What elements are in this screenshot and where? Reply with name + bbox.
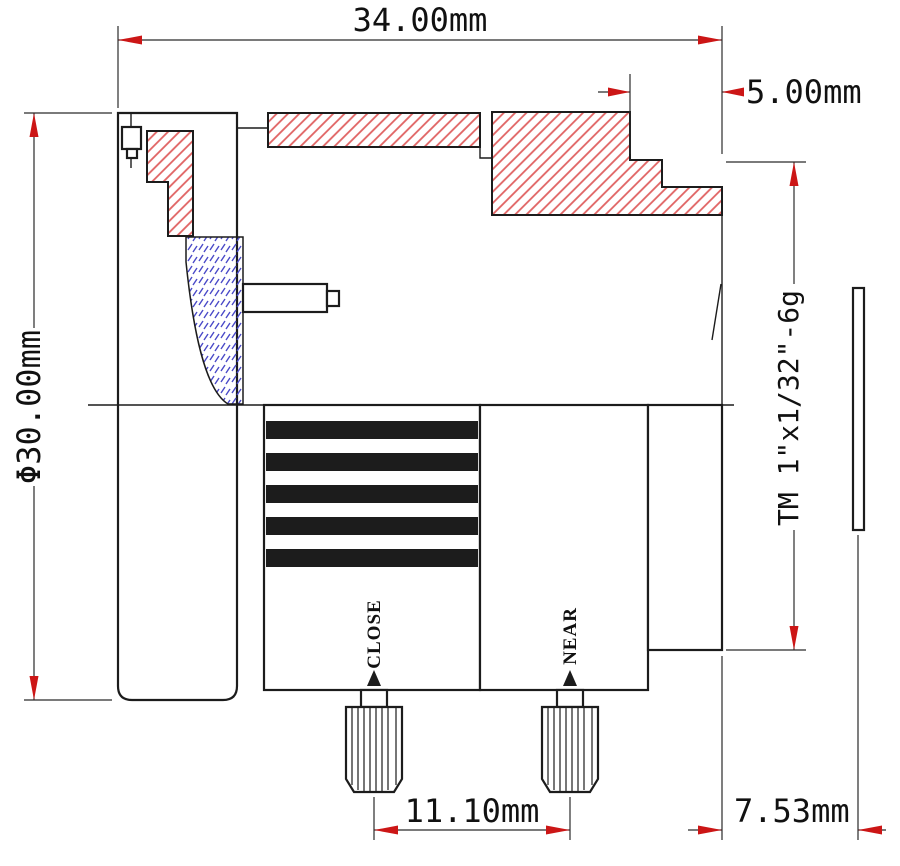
arrowhead-thread-top-icon — [789, 162, 799, 186]
arrowhead-step-left-icon — [608, 87, 630, 97]
dim-back-focus: 7.53mm — [688, 535, 886, 840]
close-screw-stem — [359, 688, 389, 709]
dim-mount-step-text: 5.00mm — [746, 73, 862, 111]
arrowhead-spacing-left-icon — [374, 825, 398, 835]
close-label-group: CLOSE — [364, 599, 385, 686]
near-screw-stem — [555, 688, 585, 709]
dim-screw-spacing: 11.10mm — [373, 792, 571, 840]
rear-mount-lower — [646, 403, 724, 652]
thread-spec-text: TM 1"x1/32"-6g — [772, 290, 805, 526]
front-tab — [120, 125, 143, 151]
focus-ring-outline — [262, 403, 482, 692]
sensor-plane-bar — [851, 286, 866, 532]
dim-overall-length: 34.00mm — [117, 1, 723, 154]
near-label-group: NEAR — [560, 607, 581, 686]
near-ring — [478, 403, 650, 692]
thread-relief-line — [711, 283, 722, 341]
lens-element-hatch — [185, 236, 244, 405]
near-label: NEAR — [560, 607, 581, 665]
dim-overall-length-text: 34.00mm — [353, 1, 488, 39]
front-tab-step — [125, 147, 139, 160]
focus-ring-grooves — [266, 421, 478, 567]
arrowhead-dia-top-icon — [29, 113, 39, 137]
dim-screw-spacing-text: 11.10mm — [405, 792, 540, 830]
near-ring-outline — [478, 403, 650, 692]
arrowhead-bf-right-icon — [858, 825, 882, 835]
dim-back-focus-text: 7.53mm — [734, 792, 850, 830]
close-screw-knurls — [351, 708, 397, 791]
mount-body-hatch — [491, 111, 723, 216]
thumbscrew-close — [344, 688, 404, 794]
dim-outer-diameter: Φ30.00mm — [10, 112, 112, 701]
arrowhead-dia-bottom-icon — [29, 676, 39, 700]
near-arrow-icon — [563, 670, 577, 686]
arrowhead-right-icon — [698, 35, 722, 45]
top-notch-line — [479, 147, 492, 159]
spacer-pin — [241, 282, 329, 314]
spacer-pin-tip — [325, 289, 341, 308]
near-screw-head — [540, 705, 600, 794]
arrowhead-thread-bottom-icon — [789, 626, 799, 650]
thumbscrew-near — [540, 688, 600, 794]
arrowhead-step-right-icon — [722, 87, 744, 97]
dim-mount-step: 5.00mm — [598, 73, 862, 154]
arrowhead-bf-left-icon — [698, 825, 722, 835]
focus-ring — [262, 403, 482, 692]
retaining-ring-hatch — [146, 130, 194, 237]
close-label: CLOSE — [364, 599, 385, 668]
top-ring-hatch — [267, 112, 481, 148]
front-barrel — [116, 111, 341, 702]
arrowhead-spacing-right-icon — [546, 825, 570, 835]
upper-body-section — [237, 111, 723, 405]
close-arrow-icon — [367, 670, 381, 686]
dim-outer-diameter-text: Φ30.00mm — [10, 330, 48, 484]
close-screw-head — [344, 705, 404, 794]
dim-thread-spec: TM 1"x1/32"-6g — [726, 161, 806, 651]
arrowhead-left-icon — [118, 35, 142, 45]
near-screw-knurls — [547, 708, 593, 791]
rear-mount-outline — [646, 403, 724, 652]
